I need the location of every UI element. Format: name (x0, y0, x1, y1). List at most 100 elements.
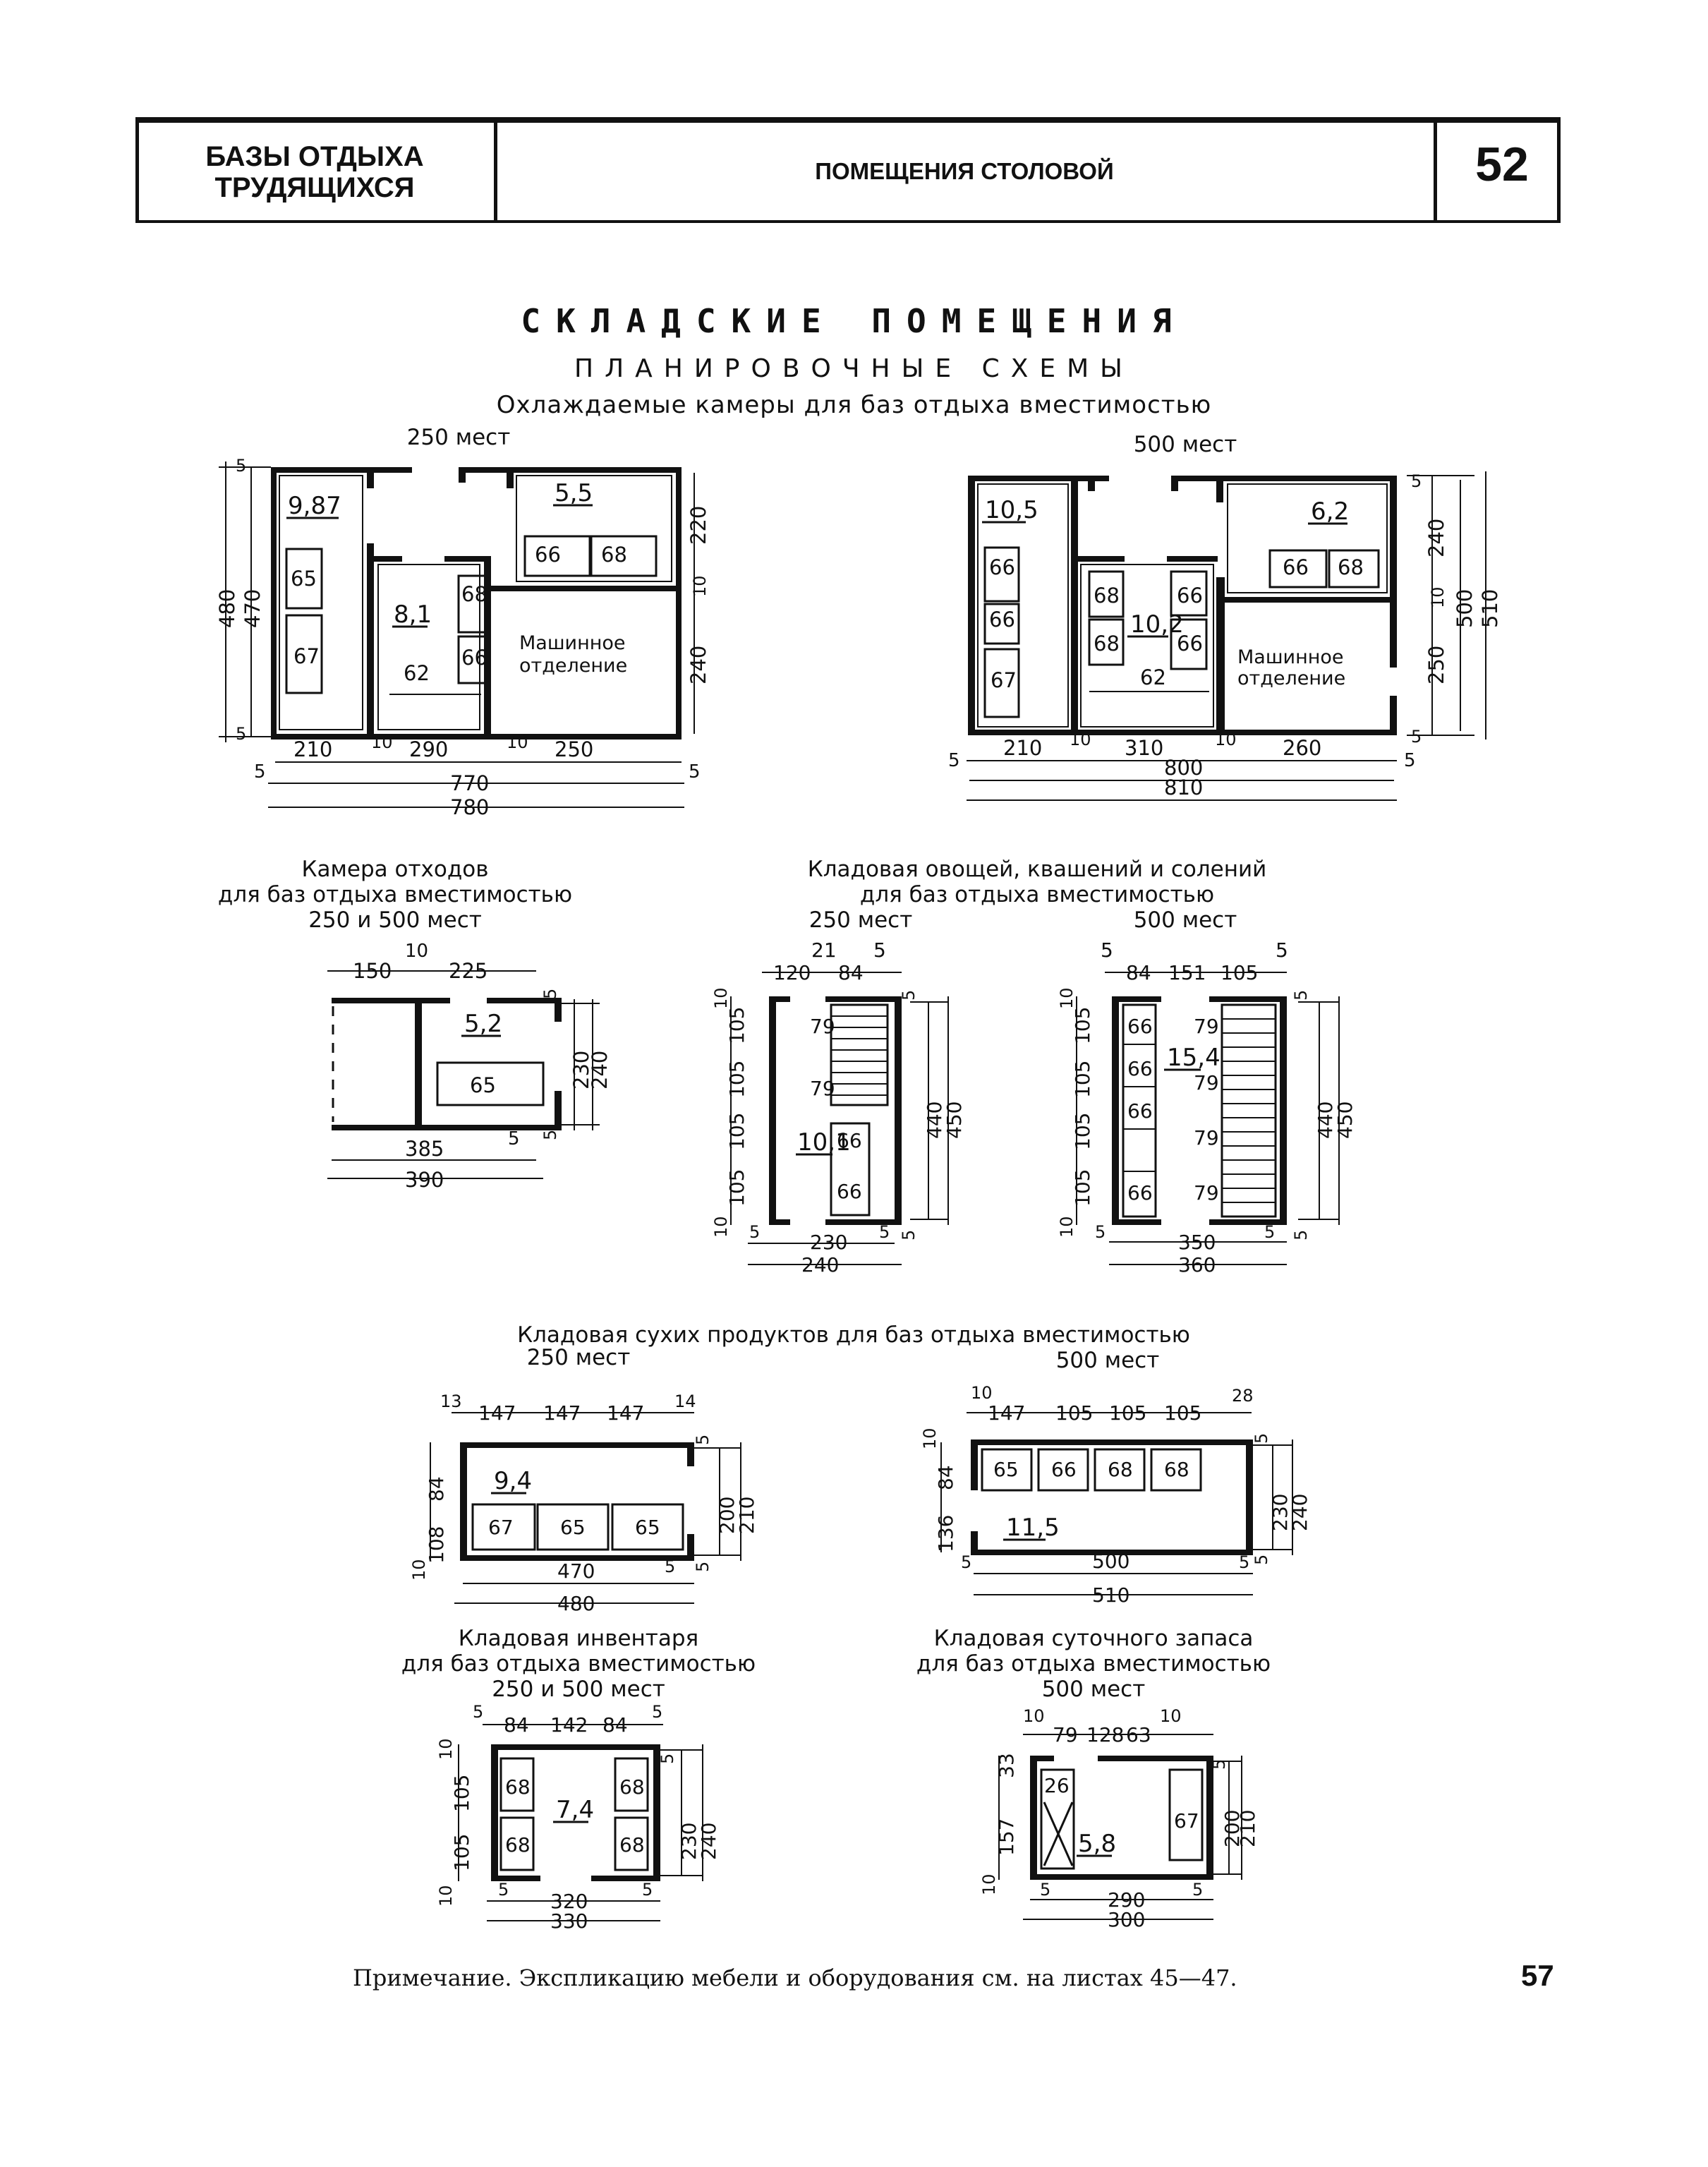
equipment-label: 66 (461, 646, 487, 670)
section-title-line1: БАЗЫ ОТДЫХА (205, 141, 424, 172)
dim-label: 105 (1055, 1401, 1093, 1425)
dim-label: 480 (215, 589, 239, 628)
main-title: СКЛАДСКИЕ ПОМЕЩЕНИЯ (521, 302, 1187, 340)
dim-label: 84 (838, 961, 864, 984)
equipment-label: 66 (1127, 1057, 1153, 1080)
dim-label: 230 (1268, 1494, 1292, 1531)
plan-dry-250: 9,4 67 65 65 13 147 147 147 14 84 108 10… (409, 1392, 758, 1615)
dim-label: 310 (1125, 736, 1163, 760)
dim-label: 136 (934, 1515, 957, 1552)
equipment-label: 67 (1174, 1809, 1199, 1833)
plan-waste-chamber: 5,2 65 150 10 225 5 230 240 5 385 5 390 (327, 941, 612, 1192)
dim-label: 200 (715, 1497, 739, 1534)
dim-label: 28 (1232, 1386, 1254, 1406)
dim-label: 210 (735, 1497, 758, 1534)
dim-label: 385 (405, 1137, 444, 1161)
dim-label: 350 (1178, 1231, 1216, 1254)
equipment-label: 66 (1177, 584, 1203, 608)
dim-label: 105 (450, 1775, 473, 1812)
equipment-label: 66 (1127, 1181, 1153, 1205)
dim-label: 300 (1108, 1908, 1145, 1931)
dim-label: 63 (1126, 1723, 1151, 1746)
dim-label: 147 (478, 1401, 516, 1425)
dim-label: 13 (440, 1392, 462, 1411)
dim-label: 5 (1276, 938, 1288, 962)
equipment-label: 68 (619, 1833, 645, 1857)
dim-label: 5 (540, 989, 560, 999)
dim-label: 10 (920, 1427, 940, 1449)
dim-label: 5 (540, 1130, 560, 1140)
dim-label: 5 (1252, 1433, 1271, 1444)
sheet-number: 52 (1475, 138, 1529, 191)
dim-label: 10 (371, 732, 393, 752)
equipment-label: 65 (560, 1516, 586, 1539)
dim-label: 120 (773, 961, 811, 984)
dim-label: 10 (979, 1873, 999, 1895)
inventory-caption-line2: для баз отдыха вместимостью (401, 1651, 756, 1677)
area-label: 9,87 (288, 492, 341, 520)
dim-label: 10 (1160, 1706, 1182, 1726)
header-divider-1 (494, 123, 497, 220)
daily-caption-line3: 500 мест (1041, 1677, 1146, 1702)
equipment-label: 66 (1177, 632, 1203, 656)
dim-label: 150 (353, 959, 392, 983)
dimension-lines (327, 970, 600, 1179)
equipment-label: 79 (1194, 1181, 1219, 1205)
equipment-label: 68 (601, 543, 627, 567)
walls (1030, 1756, 1213, 1880)
dim-label: 240 (801, 1253, 839, 1276)
dim-label: 250 (555, 737, 593, 761)
dim-label: 10 (409, 1559, 429, 1581)
dim-label: 128 (1086, 1723, 1124, 1746)
dim-label: 290 (1108, 1888, 1145, 1912)
dim-label: 10 (1023, 1706, 1045, 1726)
area-label: 10,1 (797, 1128, 851, 1157)
dry-caption: Кладовая сухих продуктов для баз отдыха … (517, 1322, 1190, 1348)
walls (460, 1442, 694, 1561)
waste-caption-line3: 250 и 500 мест (308, 907, 482, 933)
dim-label: 360 (1178, 1253, 1216, 1276)
area-label: 5,8 (1078, 1830, 1116, 1858)
equipment-label: 79 (1194, 1071, 1219, 1094)
plan-dry-500: 11,5 65 66 68 68 10 147 105 105 105 28 1… (920, 1383, 1312, 1607)
area-label: 9,4 (494, 1467, 532, 1495)
dim-label: 290 (409, 737, 448, 761)
waste-caption-line1: Камера отходов (301, 857, 489, 882)
equipment-label: 79 (1194, 1015, 1219, 1038)
dim-label: 780 (450, 795, 489, 819)
dim-label: 10 (405, 941, 428, 962)
cooled-250-caption: 250 мест (406, 425, 511, 450)
dim-label: 810 (1164, 775, 1203, 799)
dim-label: 105 (1071, 1061, 1094, 1098)
dim-label: 5 (236, 724, 246, 744)
equipment-label: 79 (1194, 1126, 1219, 1149)
dim-label: 5 (693, 1562, 713, 1572)
waste-caption-line2: для баз отдыха вместимостью (217, 882, 573, 907)
dim-label: 470 (241, 589, 265, 628)
dim-label: 147 (543, 1401, 581, 1425)
dim-label: 105 (725, 1113, 749, 1150)
dim-label: 5 (236, 456, 246, 476)
dim-label: 108 (425, 1526, 448, 1564)
header-divider-2 (1434, 123, 1437, 220)
dim-label: 200 (1221, 1810, 1244, 1847)
dim-label: 10 (711, 1216, 731, 1238)
equipment-label: 67 (991, 668, 1017, 692)
page-number: 57 (1521, 1959, 1554, 1992)
dim-label: 105 (1109, 1401, 1146, 1425)
equipment-label: 68 (1338, 555, 1364, 579)
dry-500-caption: 500 мест (1055, 1348, 1160, 1373)
dim-label: 450 (1333, 1101, 1357, 1139)
dim-label: 5 (961, 1552, 971, 1572)
equipment-label: 68 (505, 1833, 531, 1857)
machine-room-label: отделение (519, 655, 627, 677)
dim-label: 5 (498, 1880, 509, 1900)
equipment-label: 66 (989, 608, 1015, 632)
veg-caption: Кладовая овощей, квашений и солений для … (720, 857, 1355, 907)
section-title: БАЗЫ ОТДЫХА ТРУДЯЩИХСЯ (135, 141, 494, 203)
dim-label: 151 (1168, 961, 1206, 984)
dimension-lines (458, 1724, 703, 1921)
plan-inventory: 7,4 68 68 68 68 5 84 142 84 5 10 105 105… (436, 1702, 720, 1933)
header-top-rule (135, 117, 1561, 123)
equipment (1040, 1768, 1204, 1870)
